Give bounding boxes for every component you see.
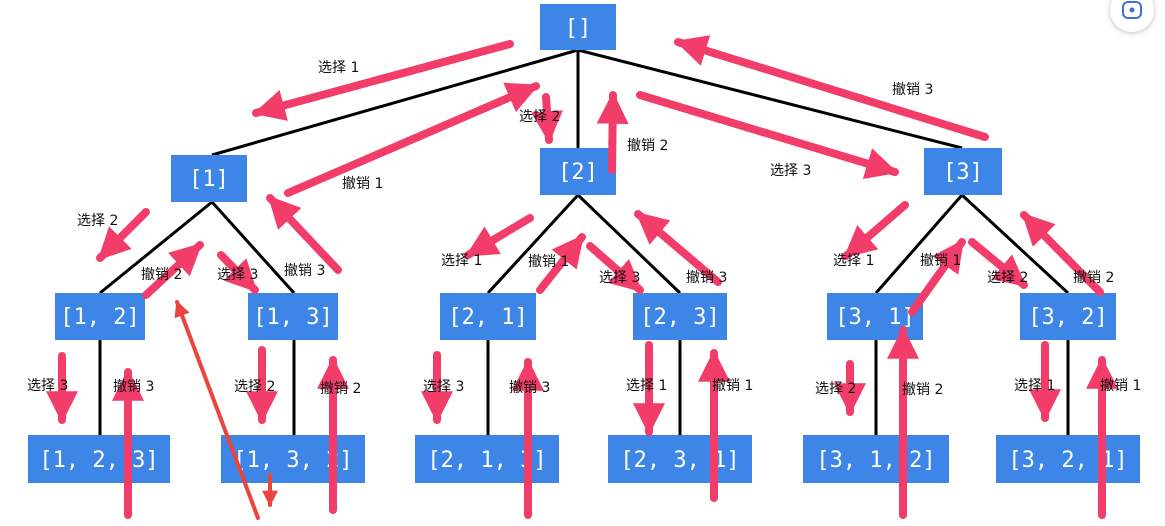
node-3-2-1: [3, 2, 1] bbox=[996, 435, 1140, 483]
node-2: [2] bbox=[540, 148, 616, 195]
node-1-2-3: [1, 2, 3] bbox=[28, 435, 170, 483]
edge-root-n3 bbox=[577, 48, 963, 150]
label-select-3-d1: 选择 3 bbox=[27, 378, 68, 394]
node-2-1: [2, 1] bbox=[440, 293, 536, 340]
arrow-select-2-top bbox=[531, 93, 563, 144]
label-select-2-a: 选择 2 bbox=[77, 213, 118, 229]
arrow-undo-1-top bbox=[284, 82, 540, 197]
node-3-1-label: [3, 1] bbox=[835, 305, 914, 330]
label-select-3-d3: 选择 3 bbox=[423, 379, 464, 395]
pink-arrows bbox=[46, 35, 1118, 519]
label-undo-2-a: 撤销 2 bbox=[141, 267, 182, 283]
node-3: [3] bbox=[924, 148, 1002, 195]
node-root: [] bbox=[540, 4, 616, 50]
red-arrows bbox=[174, 300, 278, 520]
edge-n3-n31 bbox=[874, 194, 964, 294]
node-1-3-label: [1, 3] bbox=[253, 305, 332, 330]
edge-n1-n13 bbox=[210, 200, 296, 295]
node-2-3: [2, 3] bbox=[633, 293, 727, 340]
node-3-1-2: [3, 1, 2] bbox=[803, 435, 949, 483]
arrow-undo-1-b bbox=[536, 233, 586, 294]
label-undo-2-d2: 撤销 2 bbox=[320, 381, 361, 397]
label-select-3-top: 选择 3 bbox=[770, 163, 811, 179]
label-select-3-b: 选择 3 bbox=[599, 270, 640, 286]
node-1-3: [1, 3] bbox=[248, 293, 338, 340]
node-2-label: [2] bbox=[558, 160, 598, 185]
label-select-1-c: 选择 1 bbox=[833, 253, 874, 269]
edge-n3-n32 bbox=[960, 193, 1070, 295]
camera-button[interactable] bbox=[1110, 0, 1154, 32]
label-undo-3-a: 撤销 3 bbox=[284, 263, 325, 279]
node-3-2-label: [3, 2] bbox=[1028, 305, 1107, 330]
arrow-undo-3-b bbox=[634, 210, 722, 286]
label-select-3-a: 选择 3 bbox=[217, 267, 258, 283]
label-select-1-d6: 选择 1 bbox=[1014, 378, 1055, 394]
arrow-undo-3-a bbox=[266, 194, 342, 274]
label-select-2-d5: 选择 2 bbox=[815, 381, 856, 397]
node-3-1: [3, 1] bbox=[827, 293, 923, 340]
label-select-2-d2: 选择 2 bbox=[234, 379, 275, 395]
arrow-undo-2-a bbox=[142, 241, 204, 299]
node-1-2: [1, 2] bbox=[55, 293, 145, 340]
label-undo-3-top: 撤销 3 bbox=[892, 82, 933, 98]
node-3-label: [3] bbox=[943, 160, 983, 185]
arrow-select-2-a bbox=[96, 208, 150, 262]
node-1-2-label: [1, 2] bbox=[60, 305, 139, 330]
step-labels: 选择 1 撤销 3 选择 2 撤销 2 撤销 1 选择 3 选择 2 撤销 2 … bbox=[27, 60, 1141, 398]
label-select-1-b: 选择 1 bbox=[441, 253, 482, 269]
label-undo-2-top: 撤销 2 bbox=[627, 138, 668, 154]
label-undo-1-c: 撤销 1 bbox=[920, 253, 961, 269]
node-root-label: [] bbox=[565, 16, 592, 41]
arrow-select-1-c bbox=[842, 201, 909, 260]
edge-root-n1 bbox=[211, 48, 579, 157]
node-1-2-3-label: [1, 2, 3] bbox=[39, 448, 158, 473]
node-3-2-1-label: [3, 2, 1] bbox=[1008, 448, 1127, 473]
arrow-select-2-c bbox=[968, 238, 1028, 289]
arrow-select-3-a bbox=[217, 251, 259, 294]
edge-n2-n23 bbox=[576, 193, 682, 295]
arrow-undo-2-c bbox=[1020, 211, 1104, 296]
label-undo-1-top: 撤销 1 bbox=[342, 176, 383, 192]
node-2-1-label: [2, 1] bbox=[448, 305, 527, 330]
node-2-3-1: [2, 3, 1] bbox=[608, 435, 752, 483]
label-select-1-d4: 选择 1 bbox=[626, 378, 667, 394]
arrow-undo-3-top bbox=[674, 35, 989, 141]
label-select-1-top: 选择 1 bbox=[318, 60, 359, 76]
node-3-1-2-label: [3, 1, 2] bbox=[816, 448, 935, 473]
label-undo-2-c: 撤销 2 bbox=[1073, 270, 1114, 286]
label-undo-3-b: 撤销 3 bbox=[686, 270, 727, 286]
node-1-label: [1] bbox=[189, 167, 229, 192]
label-undo-1-d6: 撤销 1 bbox=[1100, 378, 1141, 394]
arrow-select-1-top bbox=[252, 40, 514, 121]
edge-n2-n21 bbox=[486, 193, 580, 295]
arrow-undo-1-c bbox=[908, 238, 966, 316]
label-undo-2-d5: 撤销 2 bbox=[902, 382, 943, 398]
arrow-select-3-top bbox=[636, 91, 899, 179]
node-3-2: [3, 2] bbox=[1020, 293, 1116, 340]
tree-edges bbox=[98, 48, 1070, 435]
edge-n1-n12 bbox=[99, 200, 213, 295]
node-2-3-1-label: [2, 3, 1] bbox=[620, 448, 739, 473]
arrow-select-3-b bbox=[586, 242, 644, 294]
camera-icon bbox=[1122, 1, 1142, 19]
label-select-2-top: 选择 2 bbox=[519, 109, 560, 125]
node-1: [1] bbox=[171, 155, 247, 202]
arrow-undo-2-top bbox=[596, 91, 629, 174]
arrow-select-1-b bbox=[464, 214, 534, 259]
node-2-3-label: [2, 3] bbox=[640, 305, 719, 330]
label-select-2-c: 选择 2 bbox=[987, 270, 1028, 286]
label-undo-1-d4: 撤销 1 bbox=[712, 378, 753, 394]
node-2-1-3: [2, 1, 3] bbox=[415, 435, 559, 483]
label-undo-1-b: 撤销 1 bbox=[528, 254, 569, 270]
label-undo-3-d1: 撤销 3 bbox=[113, 379, 154, 395]
label-undo-3-d3: 撤销 3 bbox=[509, 380, 550, 396]
red-arrow-long bbox=[174, 300, 260, 520]
